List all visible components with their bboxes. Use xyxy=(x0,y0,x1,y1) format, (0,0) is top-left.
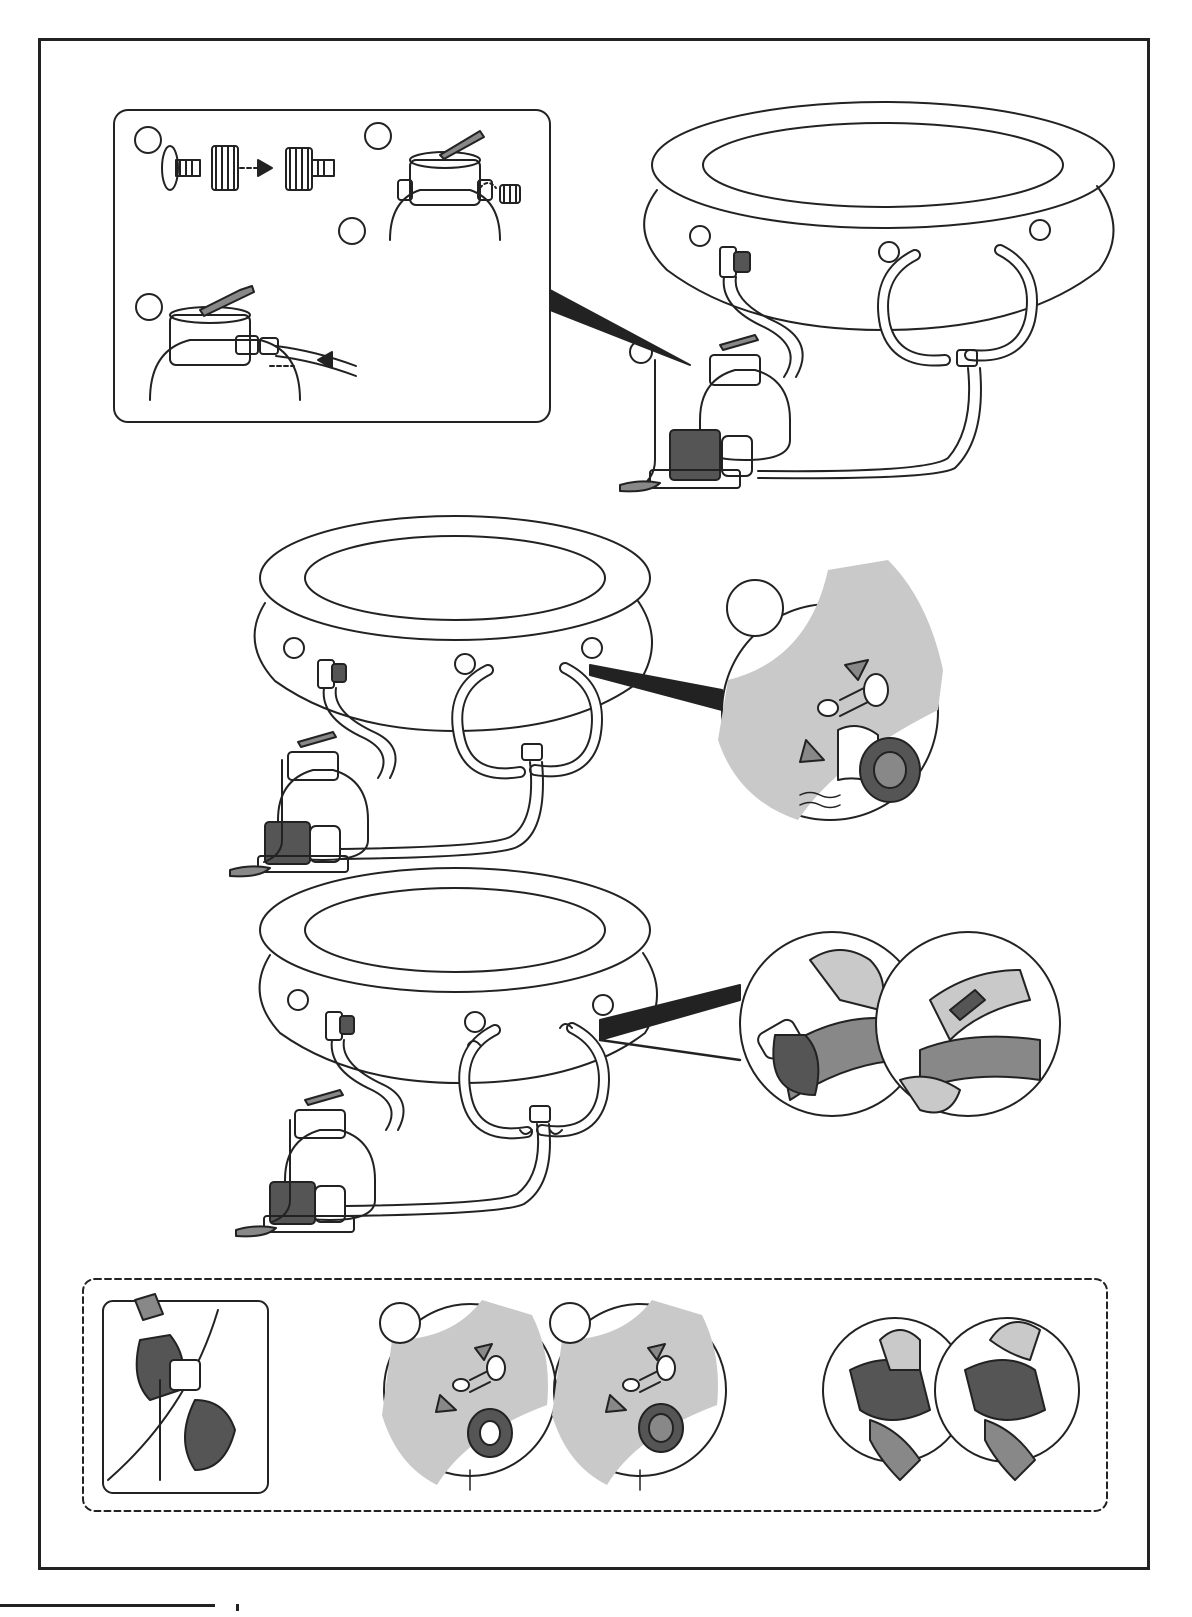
hose-adapter-detail xyxy=(103,1294,268,1493)
callout-wedge-2 xyxy=(590,665,722,710)
step-marker-d xyxy=(136,294,162,320)
step-marker-c xyxy=(339,218,365,244)
multiport-valve-with-hose xyxy=(150,286,356,400)
step-marker-b xyxy=(365,123,391,149)
strainer-detail-b xyxy=(550,1300,726,1490)
strainer-detail xyxy=(718,560,943,820)
callout-wedge xyxy=(550,290,690,365)
footer-rule xyxy=(0,1604,215,1607)
hose-adapter-parts xyxy=(162,146,334,190)
pool-3 xyxy=(236,868,657,1236)
clamp-detail-right xyxy=(876,932,1060,1116)
step-valve-and-hose-connection xyxy=(114,102,1114,491)
callout-wedge-3 xyxy=(600,985,740,1040)
clamp-detail-accessory xyxy=(823,1318,1079,1480)
multiport-valve-top xyxy=(390,131,520,240)
footer-tick xyxy=(236,1604,239,1611)
alternate-accessories-panel xyxy=(83,1279,1107,1511)
step-hose-clamp-tightening xyxy=(236,868,1060,1236)
pool-2 xyxy=(230,516,652,876)
step-marker-a xyxy=(135,127,161,153)
strainer-detail-a xyxy=(380,1300,556,1490)
pool-1 xyxy=(620,102,1114,491)
step-strainer-installation xyxy=(230,516,943,876)
inset-panel xyxy=(114,110,550,422)
